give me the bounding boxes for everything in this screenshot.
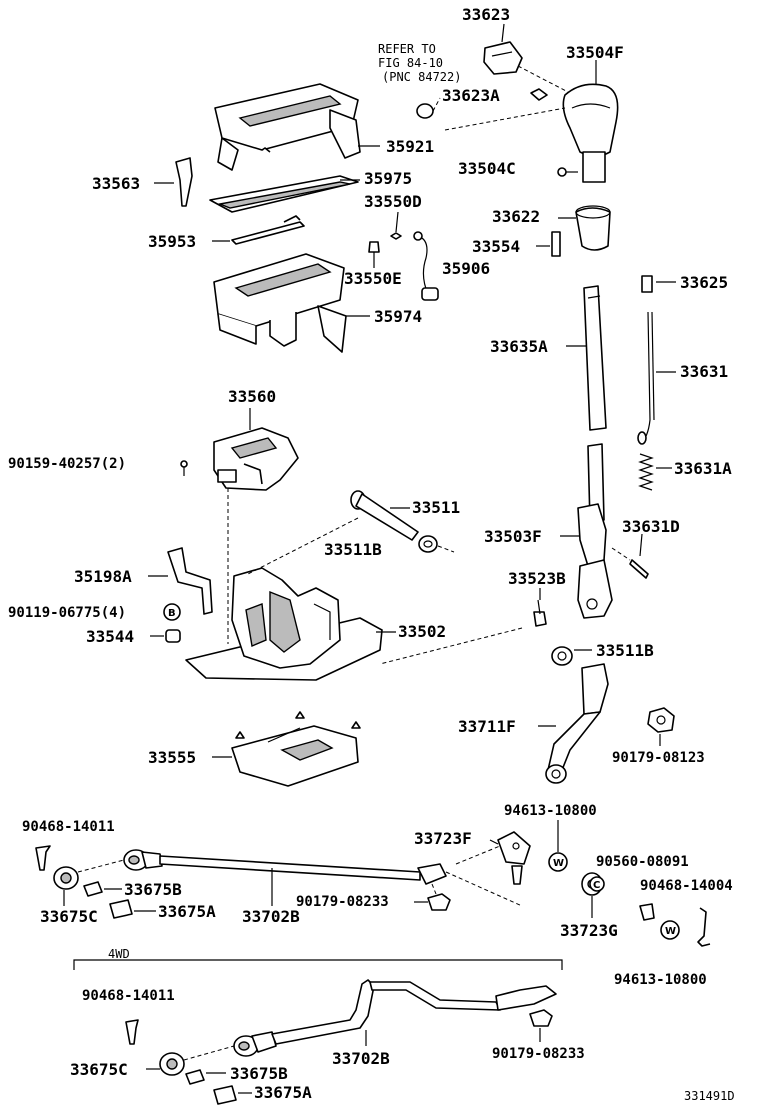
label-35974: 35974 <box>374 307 422 326</box>
label-33622: 33622 <box>492 207 540 226</box>
label-90468-b: 90468-14004 <box>640 878 733 894</box>
label-33503F: 33503F <box>484 527 542 546</box>
washer-mark-w-a: W <box>553 858 564 869</box>
label-33723F: 33723F <box>414 829 472 848</box>
label-33560: 33560 <box>228 387 276 406</box>
part-33702B-a-drawing <box>123 849 447 885</box>
part-35953-drawing <box>231 215 305 245</box>
part-33560-drawing <box>213 427 299 491</box>
group-4wd-label: 4WD <box>108 947 130 961</box>
part-35974-drawing <box>213 253 347 353</box>
part-33503F-drawing <box>577 443 613 619</box>
label-33702B-b: 33702B <box>332 1049 390 1068</box>
washer-mark-w-b: W <box>665 926 676 937</box>
label-33675A-b: 33675A <box>254 1083 312 1102</box>
label-33631D: 33631D <box>622 517 680 536</box>
label-33675C-b: 33675C <box>70 1060 128 1079</box>
part-33622-drawing <box>575 205 611 251</box>
part-33711F-drawing <box>545 663 609 784</box>
part-33623-drawing <box>483 41 523 75</box>
part-33723F-drawing <box>497 831 531 885</box>
label-33635A: 33635A <box>490 337 548 356</box>
label-90179-08123: 90179-08123 <box>612 750 705 766</box>
label-90179-08233-b: 90179-08233 <box>492 1046 585 1062</box>
refer-note-line2: FIG 84-10 <box>378 56 443 70</box>
label-90159: 90159-40257(2) <box>8 456 126 472</box>
label-33711F: 33711F <box>458 717 516 736</box>
label-35921: 35921 <box>386 137 434 156</box>
label-33563: 33563 <box>92 174 140 193</box>
label-33625: 33625 <box>680 273 728 292</box>
refer-note-line1: REFER TO <box>378 42 436 56</box>
label-90119: 90119-06775(4) <box>8 605 126 621</box>
label-33523B: 33523B <box>508 569 566 588</box>
part-33502-drawing <box>185 567 383 681</box>
label-94613-b: 94613-10800 <box>614 972 707 988</box>
washer-mark-b: B <box>168 608 176 619</box>
part-33504F-drawing <box>562 83 619 183</box>
part-33511-drawing <box>350 490 419 541</box>
label-35198A: 35198A <box>74 567 132 586</box>
label-33502: 33502 <box>398 622 446 641</box>
label-33675C-a: 33675C <box>40 907 98 926</box>
refer-note-line3: (PNC 84722) <box>382 70 461 84</box>
label-90179-08233-a: 90179-08233 <box>296 894 389 910</box>
washer-mark-c: C <box>593 880 600 891</box>
part-90179-08123-drawing <box>647 707 675 733</box>
label-33550D: 33550D <box>364 192 422 211</box>
label-33675B-b: 33675B <box>230 1064 288 1083</box>
part-35921-drawing <box>214 83 361 171</box>
label-33511B-right: 33511B <box>596 641 654 660</box>
part-33675C-a-drawing <box>53 866 79 890</box>
label-94613-a: 94613-10800 <box>504 803 597 819</box>
label-35953: 35953 <box>148 232 196 251</box>
label-33504F: 33504F <box>566 43 624 62</box>
part-33555-drawing <box>231 711 361 787</box>
label-33544: 33544 <box>86 627 134 646</box>
part-33563-drawing <box>175 157 193 207</box>
label-90468-c: 90468-14011 <box>82 988 175 1004</box>
group-4wd-bracket <box>73 959 563 970</box>
label-33623A: 33623A <box>442 86 500 105</box>
part-33635A-drawing <box>583 285 607 431</box>
label-33511B-top: 33511B <box>324 540 382 559</box>
label-33675B-a: 33675B <box>124 880 182 899</box>
label-33554: 33554 <box>472 237 520 256</box>
part-33702B-b-drawing <box>233 979 557 1057</box>
label-33623: 33623 <box>462 5 510 24</box>
figure-code: 331491D <box>684 1089 735 1103</box>
label-90560: 90560-08091 <box>596 854 689 870</box>
label-33675A-a: 33675A <box>158 902 216 921</box>
label-33631A: 33631A <box>674 459 732 478</box>
label-33631: 33631 <box>680 362 728 381</box>
label-35906: 35906 <box>442 259 490 278</box>
label-33702B-a: 33702B <box>242 907 300 926</box>
label-90468-a: 90468-14011 <box>22 819 115 835</box>
part-35975-drawing <box>209 175 359 213</box>
label-33504C: 33504C <box>458 159 516 178</box>
label-33511: 33511 <box>412 498 460 517</box>
part-33504C-drawing <box>557 167 578 177</box>
part-35906-drawing <box>413 231 439 301</box>
label-35975: 35975 <box>364 169 412 188</box>
label-33555: 33555 <box>148 748 196 767</box>
part-33631-drawing <box>637 311 655 445</box>
label-33723G: 33723G <box>560 921 618 940</box>
label-33550E: 33550E <box>344 269 402 288</box>
part-33723G-drawing: C <box>581 872 605 896</box>
part-33523B-drawing <box>533 599 547 627</box>
part-35198A-drawing <box>167 547 213 615</box>
